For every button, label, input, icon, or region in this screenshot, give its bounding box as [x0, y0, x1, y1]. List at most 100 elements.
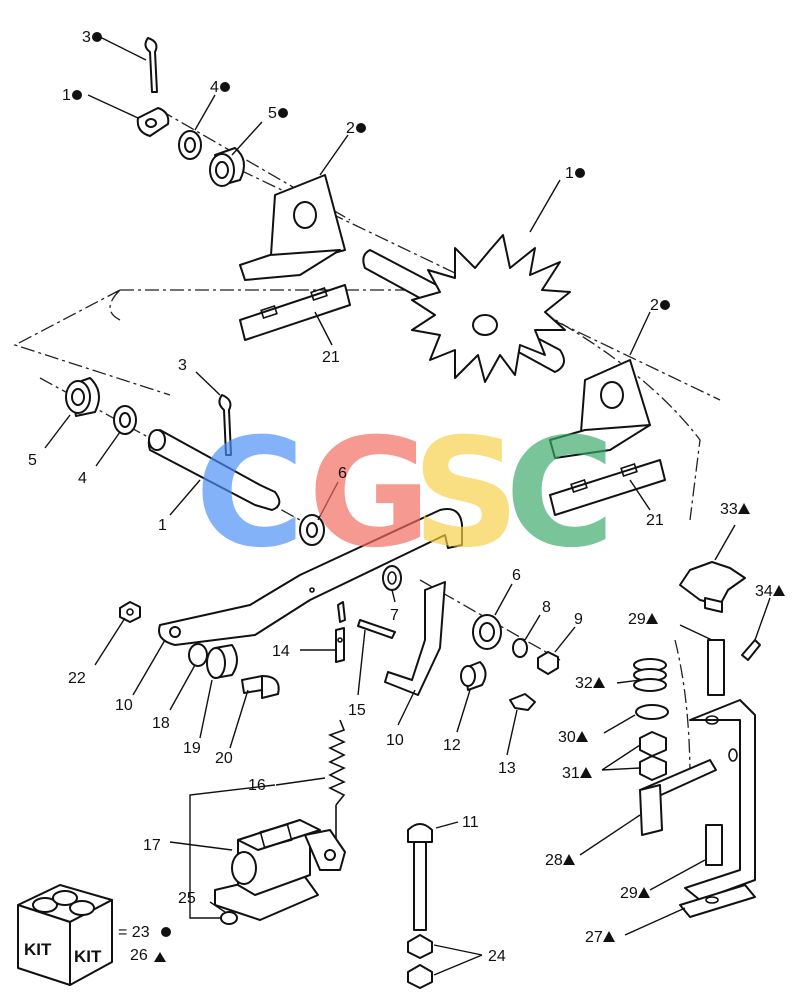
- callout-13: 13: [498, 760, 516, 777]
- pin-34: [741, 639, 761, 661]
- callout-1-top: 1: [62, 87, 71, 104]
- callout-1-lower: 1: [158, 517, 167, 534]
- pin-top: [136, 107, 170, 137]
- callout-28: 28: [545, 852, 563, 869]
- nuts-31: [639, 731, 667, 781]
- triangle-mark-icon: [154, 952, 166, 962]
- callout-27: 27: [585, 929, 603, 946]
- circle-mark-icon: [660, 300, 670, 310]
- circle-mark-icon: [278, 108, 288, 118]
- callout-19: 19: [183, 740, 201, 757]
- callout-7: 7: [390, 607, 399, 624]
- triangle-mark-icon: [593, 677, 605, 688]
- watermark-letter-g: G: [308, 407, 431, 581]
- circle-mark-icon: [72, 90, 82, 100]
- nut-25: [220, 911, 238, 925]
- callout-18: 18: [152, 715, 170, 732]
- watermark: C G S C: [195, 407, 615, 581]
- callout-24: 24: [488, 948, 506, 965]
- callout-marks: [72, 32, 785, 942]
- clip-15: [357, 619, 396, 639]
- watermark-letter-c1: C: [195, 407, 305, 581]
- callout-10-left: 10: [115, 697, 133, 714]
- callout-33: 33: [720, 501, 738, 518]
- circle-mark-icon: [161, 927, 171, 937]
- star-wheel-shaft: [362, 234, 571, 383]
- circle-mark-icon: [220, 82, 230, 92]
- cotter-pin-mid: [218, 394, 232, 456]
- bracket-right: [549, 359, 651, 459]
- kit-box-label-right: KIT: [74, 947, 102, 966]
- callout-20: 20: [215, 750, 233, 767]
- callout-32: 32: [575, 675, 593, 692]
- callout-6-left: 6: [338, 465, 347, 482]
- bolt-20: [241, 675, 280, 699]
- callout-3-top: 3: [82, 29, 91, 46]
- stud-29-bottom: [705, 824, 723, 866]
- nut-22: [119, 601, 141, 623]
- callout-34: 34: [755, 583, 773, 600]
- spring-32: [633, 658, 667, 692]
- nut-9: [537, 651, 559, 675]
- washer-18: [188, 643, 208, 667]
- spring-16: [327, 719, 346, 840]
- callout-9: 9: [574, 611, 583, 628]
- kit-legend: = 23 26: [118, 924, 171, 964]
- bracket-left: [239, 174, 346, 281]
- triangle-mark-icon: [646, 613, 658, 624]
- circle-mark-icon: [92, 32, 102, 42]
- washer-left: [113, 405, 137, 435]
- kit-box-icon: KIT KIT: [17, 884, 113, 986]
- callout-30: 30: [558, 729, 576, 746]
- kit-legend-line1: = 23: [118, 924, 150, 941]
- callout-31: 31: [562, 765, 580, 782]
- callout-1-wheel: 1: [565, 165, 574, 182]
- kit-legend-line2: 26: [130, 947, 148, 964]
- bolt-13: [509, 693, 536, 711]
- bracket-27: [684, 699, 756, 901]
- callout-6-right: 6: [512, 567, 521, 584]
- triangle-mark-icon: [580, 767, 592, 778]
- callout-11: 11: [462, 814, 479, 831]
- callout-12: 12: [443, 737, 461, 754]
- callout-21-right: 21: [646, 512, 664, 529]
- callout-21-left: 21: [322, 349, 340, 366]
- plate-right: [549, 459, 666, 516]
- callout-29-bottom: 29: [620, 885, 638, 902]
- triangle-mark-icon: [773, 585, 785, 596]
- watermark-letter-c2: C: [505, 407, 615, 581]
- plate-left: [239, 284, 351, 341]
- callout-17: 17: [143, 837, 161, 854]
- callout-15: 15: [348, 702, 366, 719]
- callout-3-mid: 3: [178, 357, 187, 374]
- callout-29-top: 29: [628, 611, 646, 628]
- rod-28: [639, 759, 717, 836]
- nuts-24: [407, 934, 433, 989]
- washer-top: [178, 130, 202, 160]
- callout-4-top: 4: [210, 79, 219, 96]
- stud-29-top: [707, 639, 725, 696]
- callout-labels: 3 1 4 5 2 1 2 21 3 5 4 1 6 21 33 34 29 6…: [28, 29, 773, 965]
- spacer-12: [460, 661, 487, 691]
- circle-mark-icon: [575, 168, 585, 178]
- roller-19: [206, 644, 238, 679]
- pin-lower: [147, 429, 281, 511]
- callout-2-top: 2: [346, 120, 355, 137]
- switch-box: [214, 819, 346, 921]
- washer-6-right: [472, 614, 502, 650]
- triangle-mark-icon: [638, 887, 650, 898]
- triangle-mark-icon: [738, 503, 750, 514]
- knob-33: [679, 561, 746, 613]
- link-chain: [335, 601, 346, 663]
- kit-box-label-left: KIT: [24, 940, 52, 959]
- bushing-top: [209, 147, 245, 187]
- callout-14: 14: [272, 643, 290, 660]
- base-plate-27: [679, 884, 756, 918]
- washer-6-left: [299, 514, 325, 546]
- circle-mark-icon: [356, 123, 366, 133]
- cotter-pin-top: [144, 37, 158, 93]
- washer-8: [512, 638, 528, 658]
- triangle-mark-icon: [603, 931, 615, 942]
- callout-25: 25: [178, 890, 196, 907]
